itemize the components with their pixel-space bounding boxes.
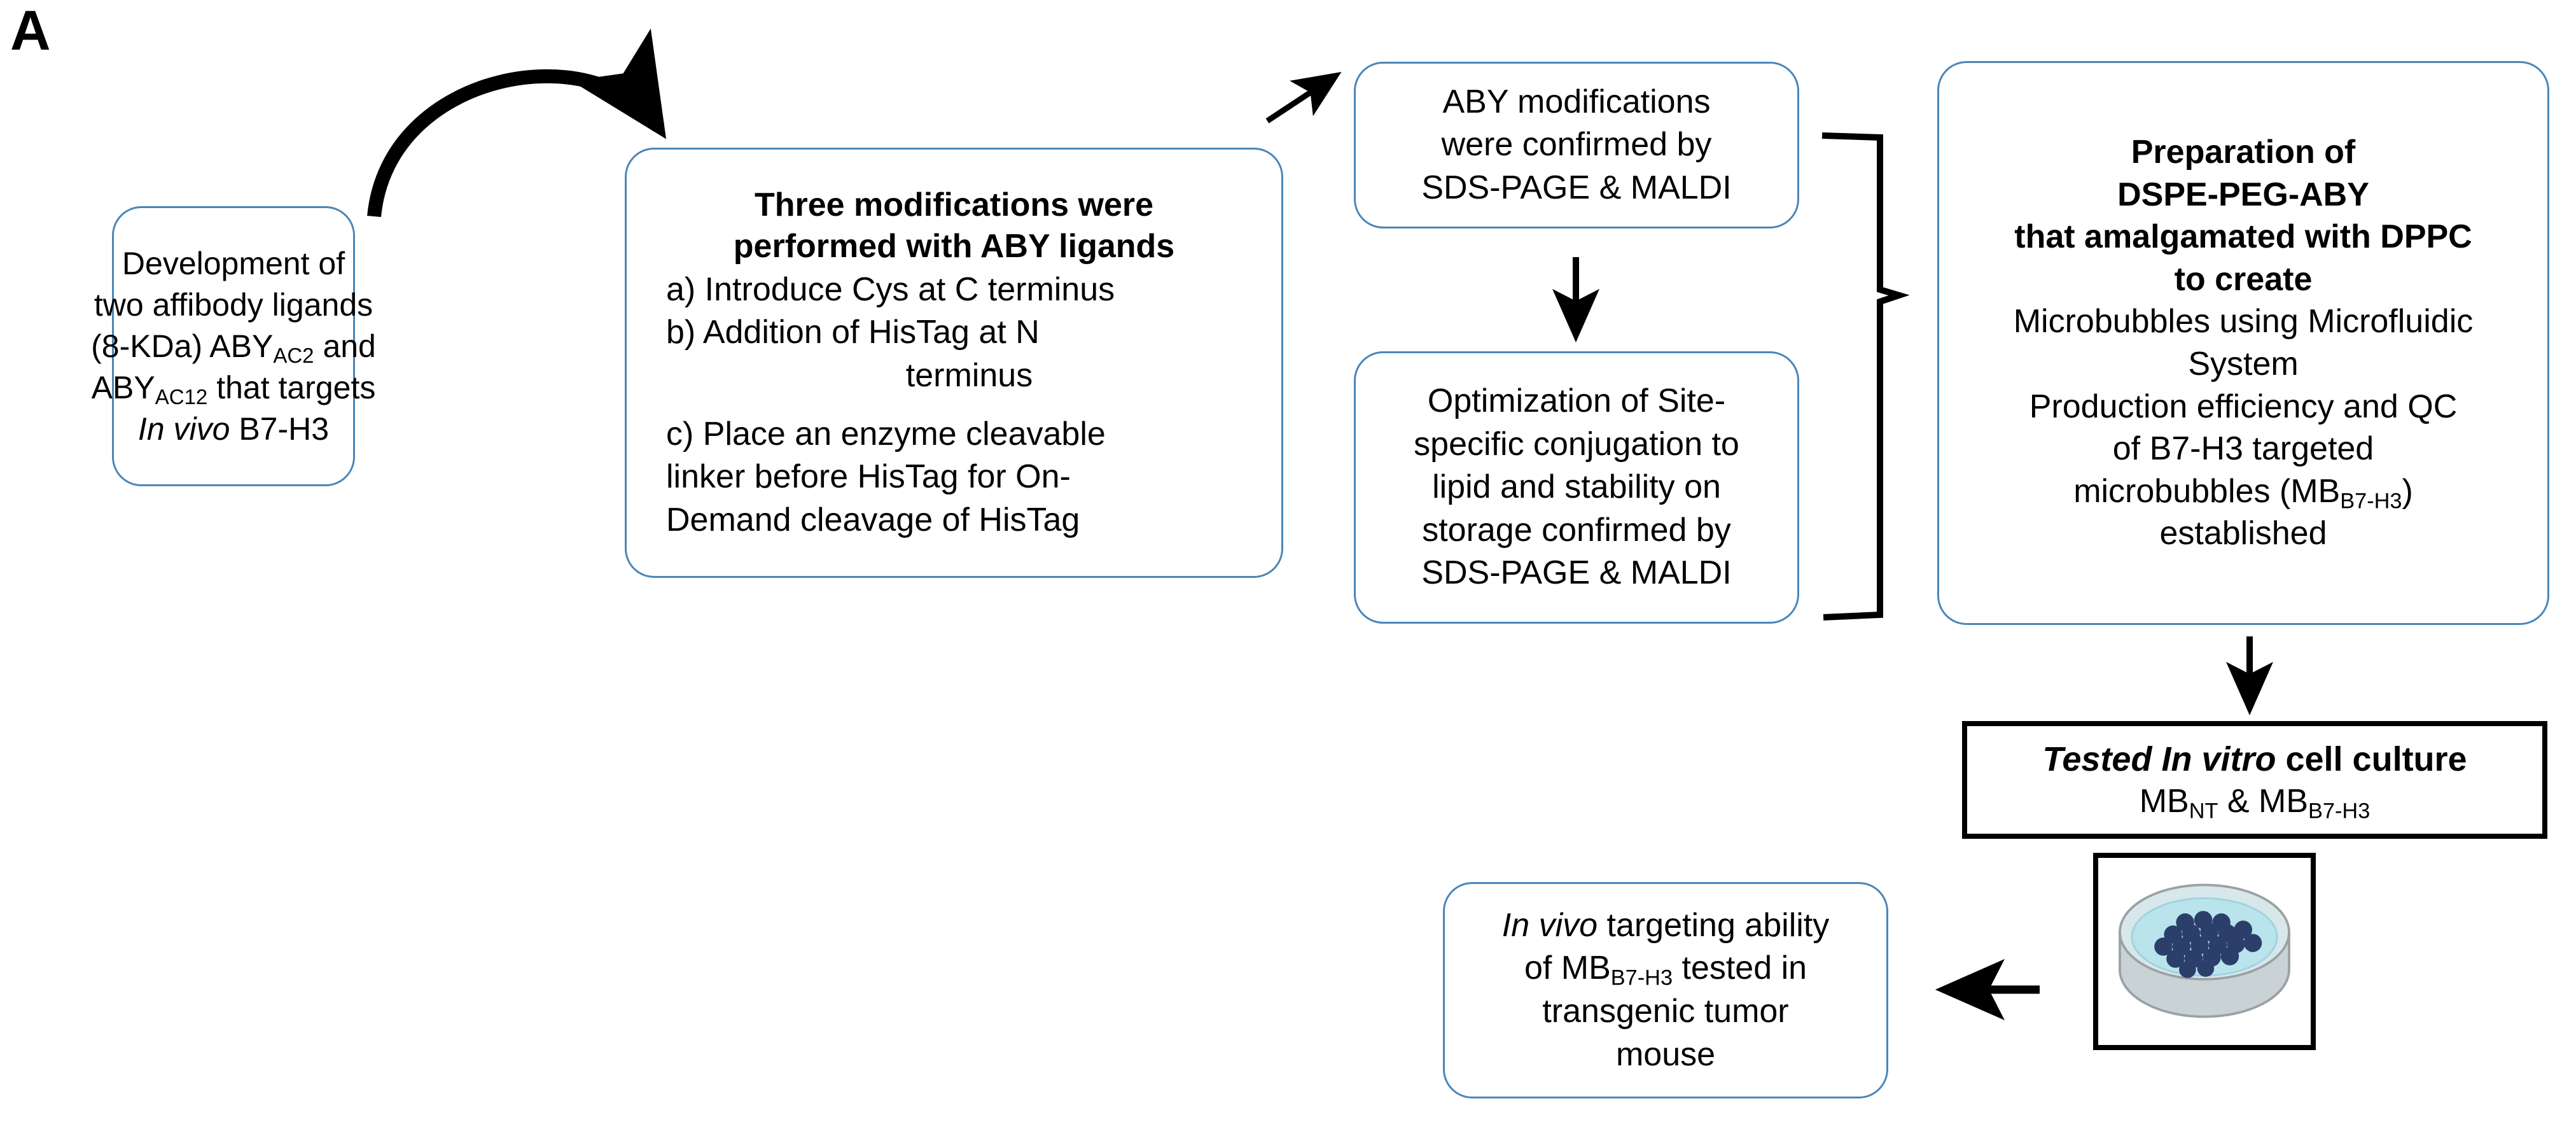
petri-dish-image-frame (2093, 853, 2316, 1050)
optimization-line-2: specific conjugation to (1414, 425, 1739, 463)
invivo-line-4: mouse (1615, 1035, 1716, 1073)
optimization-line-1: Optimization of Site- (1427, 382, 1726, 420)
invitro-subtitle: MBNT & MBB7-H3 (2139, 782, 2371, 824)
invivo-line-2: of MBB7-H3 tested in (1524, 950, 1807, 991)
optimization-line-3: lipid and stability on (1432, 468, 1721, 506)
petri-dish-icon (2119, 883, 2290, 1018)
prep-line-8: of B7-H3 targeted (2112, 430, 2374, 468)
development-line-3: (8-KDa) ABYAC2 and (91, 328, 376, 367)
prep-line-1: Preparation of (2131, 134, 2356, 171)
prep-line-4: to create (2174, 260, 2313, 298)
confirmed-line-3: SDS-PAGE & MALDI (1421, 169, 1732, 206)
modification-item-b: b) Addition of HisTag at N (666, 314, 1040, 351)
modification-item-c-cont-1: linker before HisTag for On- (666, 458, 1071, 496)
box-optimization-site-specific-conjugation: Optimization of Site- specific conjugati… (1354, 351, 1799, 624)
box-tested-in-vitro-cell-culture: Tested In vitro cell culture MBNT & MBB7… (1962, 721, 2547, 839)
prep-line-9: microbubbles (MBB7-H3) (2073, 472, 2413, 514)
invivo-line-3: transgenic tumor (1542, 993, 1789, 1030)
prep-line-7: Production efficiency and QC (2029, 388, 2458, 425)
box-preparation-dspe-peg-aby: Preparation of DSPE-PEG-ABY that amalgam… (1937, 61, 2549, 625)
modifications-heading-line-2: performed with ABY ligands (733, 228, 1175, 265)
prep-line-5: Microbubbles using Microfluidic (2013, 303, 2474, 340)
panel-label-a: A (10, 0, 51, 62)
box-development-of-affibody-ligands: Development of two affibody ligands (8-K… (91, 206, 376, 486)
box-three-modifications: Three modifications were performed with … (625, 148, 1283, 578)
confirmed-line-1: ABY modifications (1442, 83, 1711, 120)
prep-line-3: that amalgamated with DPPC (2014, 218, 2472, 256)
modifications-list: a) Introduce Cys at C terminus b) Additi… (636, 268, 1272, 541)
modification-item-c: c) Place an enzyme cleavable (666, 415, 1106, 452)
invitro-title: Tested In vitro cell culture (2042, 740, 2467, 778)
prep-line-10: established (2159, 515, 2327, 552)
development-line-1: Development of (122, 245, 345, 281)
optimization-line-5: SDS-PAGE & MALDI (1421, 554, 1732, 592)
modification-item-b-cont: terminus (905, 357, 1033, 394)
curved-arrow-development-to-modifications (367, 28, 667, 218)
development-line-5: In vivo B7-H3 (137, 410, 330, 447)
modification-item-c-cont-2: Demand cleavage of HisTag (666, 501, 1080, 538)
box-in-vivo-targeting-ability: In vivo targeting ability of MBB7-H3 tes… (1443, 882, 1888, 1098)
development-line-4: ABYAC12 that targets (91, 369, 376, 409)
brace-to-preparation (1821, 132, 1910, 621)
modification-item-a: a) Introduce Cys at C terminus (666, 270, 1115, 308)
optimization-line-4: storage confirmed by (1422, 511, 1731, 549)
prep-line-6: System (2188, 346, 2299, 382)
invivo-line-1: In vivo targeting ability (1501, 906, 1830, 944)
diagonal-arrow-modifications-to-confirmed (1265, 72, 1342, 123)
development-line-2: two affibody ligands (94, 286, 373, 323)
confirmed-line-2: were confirmed by (1441, 126, 1712, 164)
box-aby-modifications-confirmed: ABY modifications were confirmed by SDS-… (1354, 62, 1799, 228)
prep-line-2: DSPE-PEG-ABY (2117, 176, 2369, 213)
modifications-heading-line-1: Three modifications were (754, 186, 1154, 223)
